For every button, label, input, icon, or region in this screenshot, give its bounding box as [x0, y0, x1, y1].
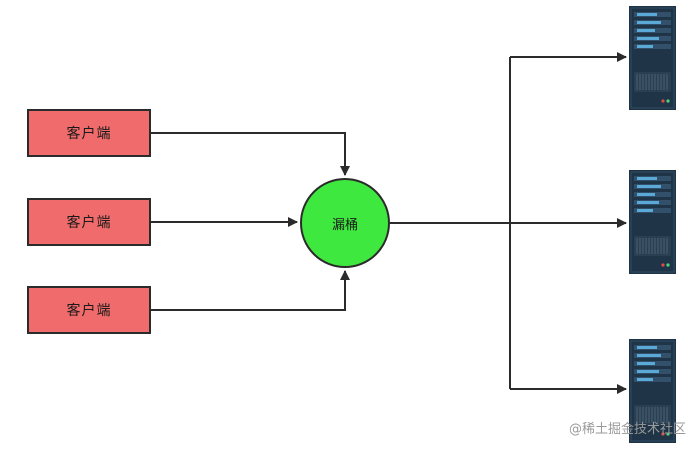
edge-client1-to-bucket	[151, 132, 350, 176]
client-node-1: 客户端	[27, 109, 151, 157]
client-label: 客户端	[66, 126, 112, 142]
server-rack-icon	[629, 6, 676, 110]
client-node-3: 客户端	[27, 286, 151, 334]
client-label: 客户端	[66, 215, 112, 231]
bucket-label: 漏桶	[331, 217, 358, 233]
server-rack-icon	[629, 339, 676, 443]
edge-client3-to-bucket	[151, 270, 350, 311]
watermark: @稀土掘金技术社区	[568, 422, 686, 437]
client-label: 客户端	[66, 303, 112, 319]
client-node-2: 客户端	[27, 198, 151, 246]
leaky-bucket-node: 漏桶	[300, 178, 390, 268]
server-rack-icon	[629, 170, 676, 274]
